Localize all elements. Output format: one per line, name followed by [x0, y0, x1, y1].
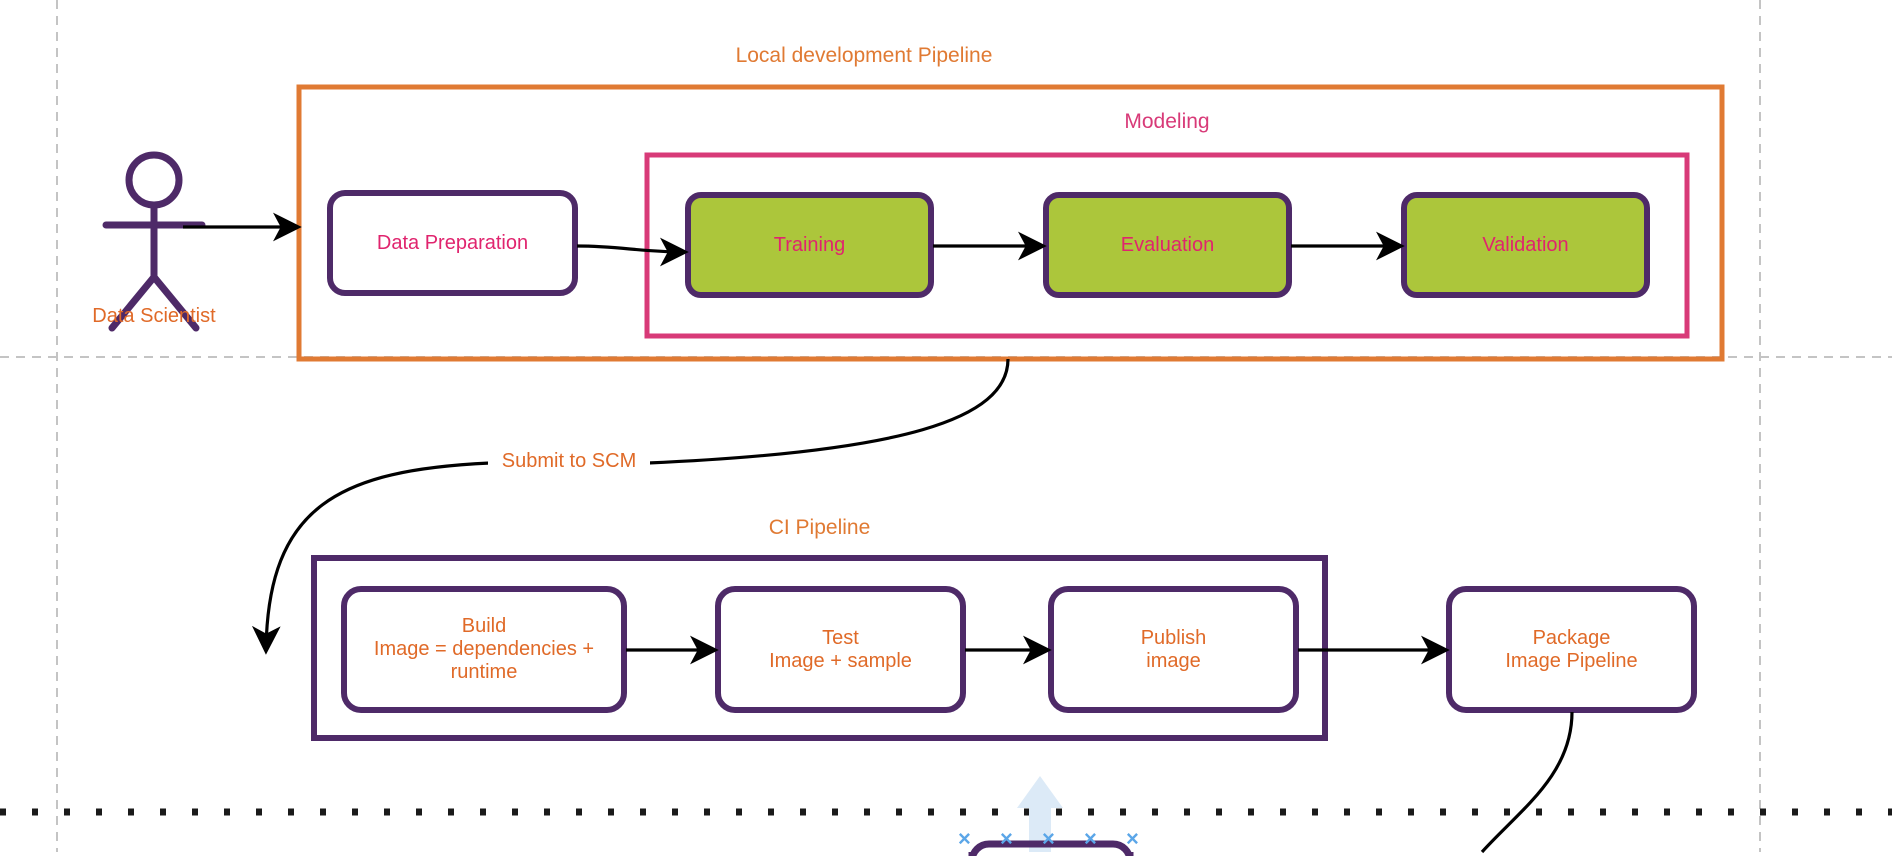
container-title-ci-pipeline: CI Pipeline: [768, 516, 871, 539]
node-data-preparation[interactable]: [327, 190, 578, 296]
node-validation[interactable]: [1401, 192, 1650, 298]
actor-stick-figure[interactable]: [102, 151, 206, 332]
drop-indicator-up-arrow: [1017, 776, 1063, 852]
node-publish[interactable]: [1048, 586, 1299, 713]
edge-package-to-below[interactable]: [1480, 711, 1574, 854]
connection-handle-icon[interactable]: ×: [1126, 826, 1139, 851]
container-title-modeling: Modeling: [1124, 110, 1210, 133]
actor-label: Data Scientist: [92, 305, 216, 327]
connection-handle-icon[interactable]: ×: [1084, 826, 1097, 851]
edge-submit-to-scm[interactable]: [251, 358, 1010, 655]
node-build[interactable]: [341, 586, 627, 713]
selection-handles: × × × × ×: [958, 826, 1148, 856]
node-package[interactable]: [1446, 586, 1697, 713]
node-evaluation[interactable]: [1043, 192, 1292, 298]
connection-handle-icon[interactable]: ×: [1000, 826, 1013, 851]
edge-dataprep-to-training[interactable]: [576, 237, 689, 267]
node-training[interactable]: [685, 192, 934, 298]
container-modeling[interactable]: [644, 152, 1690, 339]
edge-label-submit-to-scm: Submit to SCM: [488, 450, 650, 474]
node-test[interactable]: [715, 586, 966, 713]
container-ci-pipeline[interactable]: [311, 555, 1328, 741]
connection-handle-icon[interactable]: ×: [958, 826, 971, 851]
container-title-local-development-pipeline: Local development Pipeline: [735, 44, 993, 67]
connection-handle-icon[interactable]: ×: [1042, 826, 1055, 851]
